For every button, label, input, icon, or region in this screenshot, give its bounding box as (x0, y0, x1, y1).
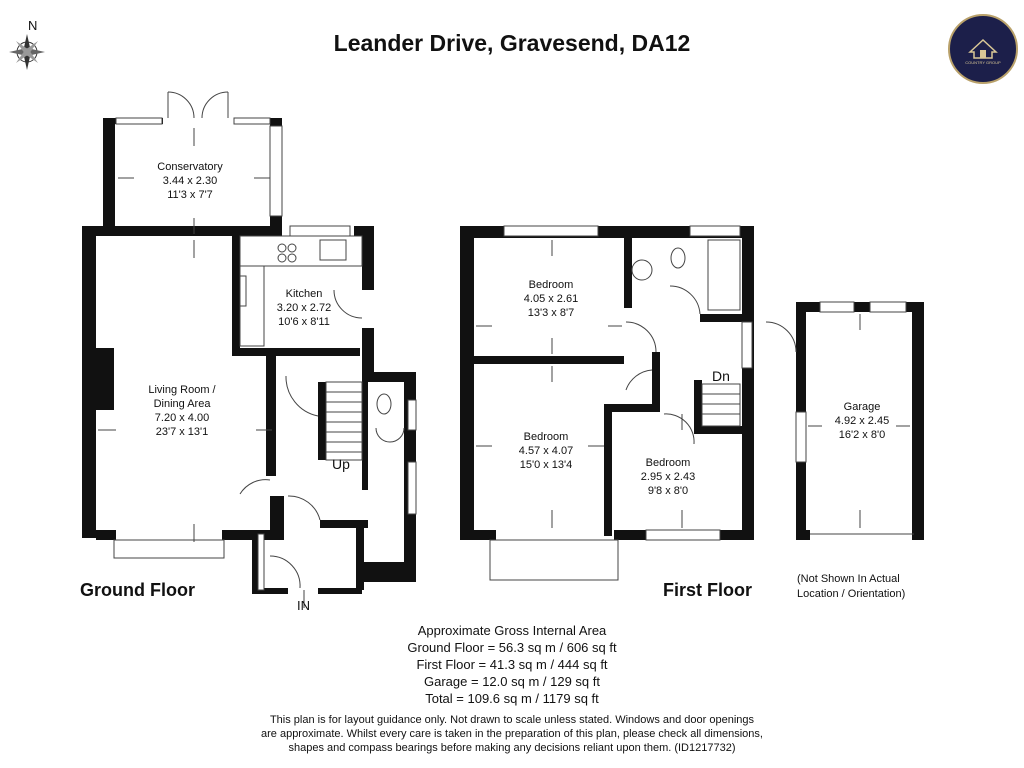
compass-north-label: N (28, 18, 38, 33)
garage-details (765, 301, 914, 535)
entrance-label: IN (297, 598, 310, 613)
room-label-bedroom-3: Bedroom 2.95 x 2.43 9'8 x 8'0 (640, 457, 696, 497)
disclaimer: This plan is for layout guidance only. N… (261, 714, 763, 754)
stairs-up-label: Up (332, 456, 350, 472)
first-floor-details (476, 225, 753, 581)
ground-floor-label: Ground Floor (80, 580, 195, 600)
area-summary: Approximate Gross Internal Area Ground F… (0, 622, 1024, 707)
first-floor-label: First Floor (663, 580, 752, 600)
room-label-bedroom-1: Bedroom 4.05 x 2.61 13'3 x 8'7 (523, 279, 579, 319)
stairs-down-label: Dn (712, 368, 730, 384)
room-label-garage: Garage 4.92 x 2.45 16'2 x 8'0 (834, 401, 890, 441)
logo-text: COUNTRY GROUP (965, 60, 1001, 65)
ground-floor-plan (82, 118, 416, 594)
page-title: Leander Drive, Gravesend, DA12 (333, 30, 691, 56)
house-logo-icon: COUNTRY GROUP (948, 14, 1018, 84)
ground-floor-details (98, 91, 417, 608)
room-label-bedroom-2: Bedroom 4.57 x 4.07 15'0 x 13'4 (518, 431, 574, 471)
area-garage: Garage = 12.0 sq m / 129 sq ft (424, 674, 600, 689)
area-ground: Ground Floor = 56.3 sq m / 606 sq ft (407, 640, 617, 655)
room-label-conservatory: Conservatory 3.44 x 2.30 11'3 x 7'7 (157, 161, 223, 201)
compass-rose-icon (9, 34, 45, 70)
room-label-kitchen: Kitchen 3.20 x 2.72 10'6 x 8'11 (276, 288, 332, 328)
room-label-living-room: Living Room / Dining Area 7.20 x 4.00 23… (148, 384, 216, 438)
area-heading: Approximate Gross Internal Area (417, 623, 607, 638)
area-first: First Floor = 41.3 sq m / 444 sq ft (416, 657, 608, 672)
garage-location-note: (Not Shown In Actual Location / Orientat… (797, 573, 906, 600)
area-total: Total = 109.6 sq m / 1179 sq ft (425, 691, 599, 706)
